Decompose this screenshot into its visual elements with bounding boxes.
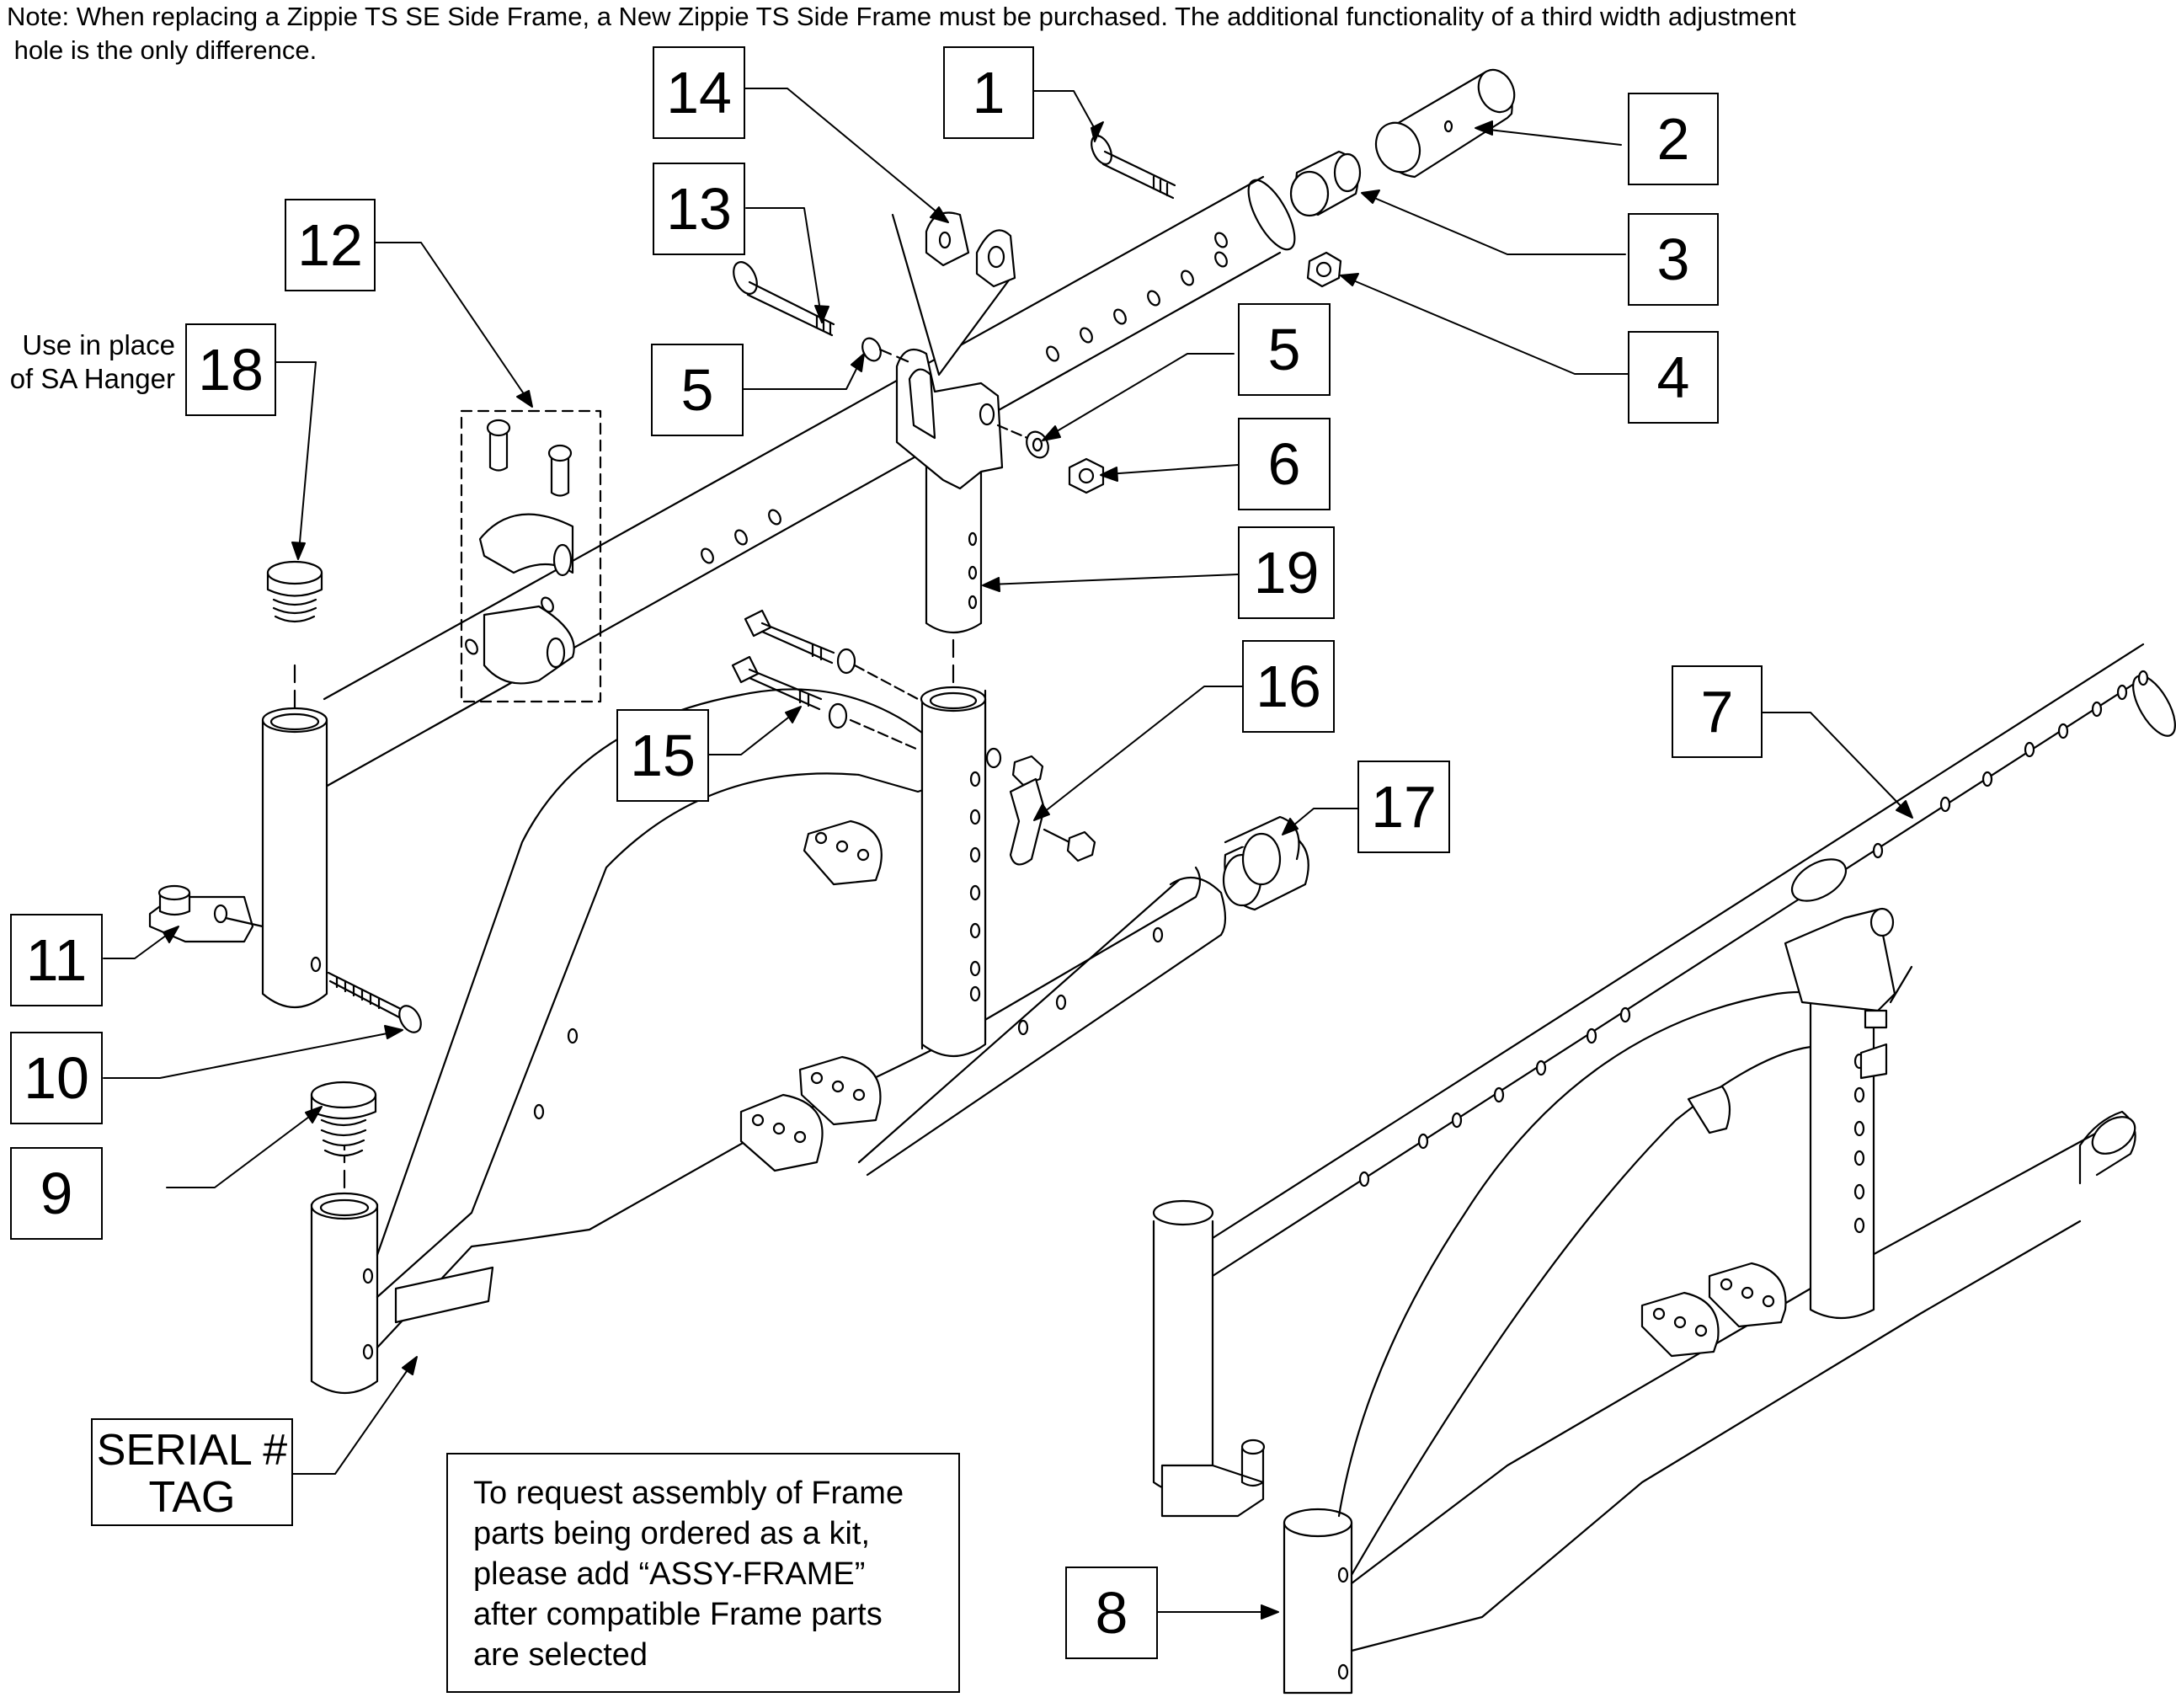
axle-plates-left <box>739 819 883 1172</box>
replacement-note: Note: When replacing a Zippie TS SE Side… <box>7 2 1796 65</box>
part-3-bushing <box>1289 150 1362 217</box>
sa-hanger-label: Use in place of SA Hanger <box>9 329 175 394</box>
part-1-bolt <box>1091 135 1176 200</box>
part-5-washer-right <box>996 424 1049 459</box>
part-16-clip <box>985 747 1096 866</box>
callout-11: 11 <box>10 914 103 1006</box>
callout-2: 2 <box>1628 93 1719 185</box>
callout-17: 17 <box>1357 761 1450 853</box>
callout-5-left: 5 <box>651 344 744 436</box>
part-18-cap <box>266 560 323 623</box>
serial-number-tag: SERIAL # TAG <box>91 1418 293 1526</box>
part-14-hanger-bracket <box>891 211 1016 490</box>
callout-18: 18 <box>185 323 276 416</box>
top-seat-tube <box>323 175 1296 789</box>
callout-16: 16 <box>1242 640 1335 733</box>
part-13-bolt <box>733 261 911 364</box>
callout-1: 1 <box>943 46 1034 139</box>
front-post-left <box>310 1144 379 1395</box>
callout-7: 7 <box>1672 665 1763 758</box>
callout-10: 10 <box>10 1032 103 1124</box>
callout-9: 9 <box>10 1147 103 1240</box>
assembly-request-note: To request assembly of Frame parts being… <box>446 1453 960 1693</box>
part-9-cap <box>310 1081 377 1157</box>
part-2-bushing <box>1374 68 1516 179</box>
callout-6: 6 <box>1238 418 1331 510</box>
callout-3: 3 <box>1628 213 1719 306</box>
callout-8: 8 <box>1065 1567 1158 1659</box>
callout-13: 13 <box>653 163 745 255</box>
callout-4: 4 <box>1628 331 1719 424</box>
callout-15: 15 <box>616 709 709 802</box>
leader-lines <box>103 88 1913 1620</box>
right-side-frame <box>1152 643 2176 1695</box>
part-6-nut <box>1068 457 1105 494</box>
part-12-clamp-kit <box>460 409 602 703</box>
part-17-bushing <box>1222 815 1309 911</box>
part-4-nut <box>1306 251 1342 288</box>
lower-tube <box>857 876 1227 1177</box>
part-10-pin <box>327 971 422 1033</box>
part-19-post <box>925 462 983 633</box>
callout-19: 19 <box>1238 526 1335 619</box>
callout-12: 12 <box>285 199 376 291</box>
part-15-bolts <box>731 609 920 751</box>
rear-post-left <box>261 664 328 1009</box>
callout-5-right: 5 <box>1238 303 1331 396</box>
callout-14: 14 <box>653 46 745 139</box>
front-upright-tube <box>920 638 987 1058</box>
side-frame-body <box>376 688 1202 1349</box>
